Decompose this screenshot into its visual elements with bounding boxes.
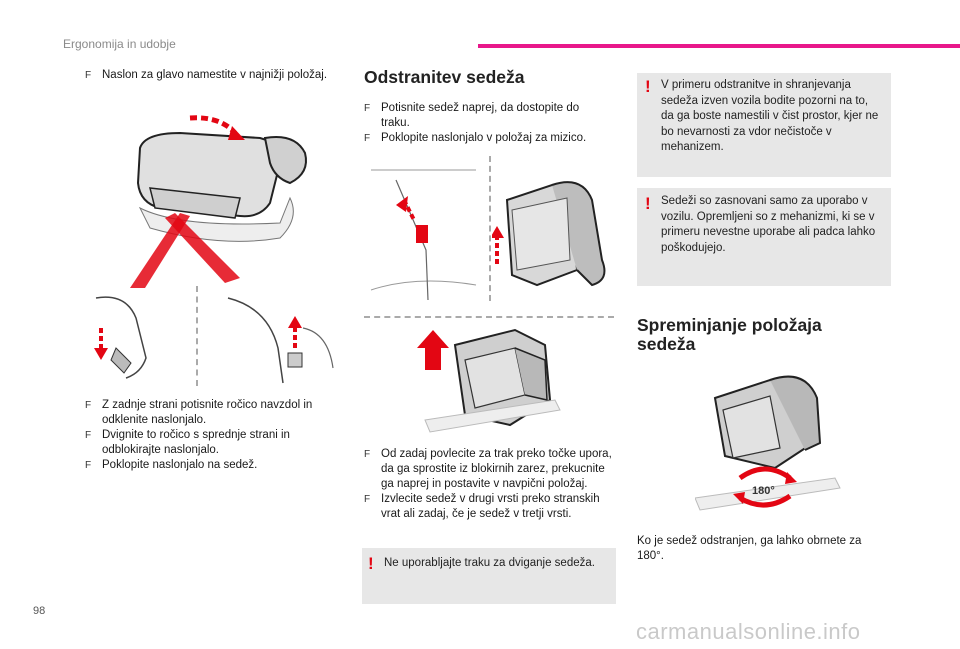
bullet-icon: F <box>85 430 92 441</box>
body-text: Ko je sedež odstranjen, ga lahko obrnete… <box>637 535 862 562</box>
list-item: F Poklopite naslonjalo na sedež. <box>85 458 350 473</box>
col3-text: Ko je sedež odstranjen, ga lahko obrnete… <box>637 534 887 564</box>
lever-illustration-right <box>227 297 334 384</box>
illustration-divider <box>196 286 198 386</box>
list-item: F Z zadnje strani potisnite ročico navzdo… <box>85 398 350 428</box>
warning-text: V primeru odstranitve in shranjevanja se… <box>661 79 879 153</box>
warning-icon: ! <box>368 554 374 573</box>
warning-text: Ne uporabljajte traku za dviganje sedeža… <box>384 557 595 569</box>
warning-icon: ! <box>645 194 651 213</box>
col2-list-a: F Potisnite sedež naprej, da dostopite do… <box>364 101 609 146</box>
bullet-icon: F <box>364 133 371 144</box>
section-title: Ergonomija in udobje <box>63 37 176 51</box>
warning-box-storage: ! V primeru odstranitve in shranjevanja … <box>637 73 891 177</box>
bullet-text: Potisnite sedež naprej, da dostopite do … <box>381 102 580 129</box>
bullet-icon: F <box>364 494 371 505</box>
watermark: carmanualsonline.info <box>636 619 861 644</box>
bullet-text: Z zadnje strani potisnite ročico navzdol… <box>102 399 313 426</box>
col2-list-b: F Od zadaj povlecite za trak preko točke … <box>364 447 614 522</box>
seat-rotation-illustration <box>695 375 841 511</box>
bullet-icon: F <box>85 70 92 81</box>
list-item: F Potisnite sedež naprej, da dostopite do… <box>364 101 609 131</box>
bullet-icon: F <box>85 460 92 471</box>
warning-icon: ! <box>645 77 651 96</box>
illustration-divider-vertical <box>489 156 491 301</box>
heading-seat-position: Spreminjanje položaja sedeža <box>637 315 822 354</box>
rotation-label: 180° <box>752 485 775 497</box>
illustration-divider-horizontal <box>364 316 614 318</box>
bullet-icon: F <box>364 449 371 460</box>
strap-illustration <box>370 169 477 301</box>
headrest-illustration <box>130 115 307 288</box>
bullet-text: Od zadaj povlecite za trak preko točke u… <box>381 448 612 490</box>
bullet-text: Poklopite naslonjalo v položaj za mizico… <box>381 132 587 144</box>
warning-text: Sedeži so zasnovani samo za uporabo v vo… <box>661 195 876 254</box>
heading-seat-removal: Odstranitev sedeža <box>364 67 525 87</box>
bullet-text: Naslon za glavo namestite v najnižji pol… <box>102 69 328 81</box>
seat-upright-illustration <box>417 328 561 433</box>
warning-box-vehicle-use: ! Sedeži so zasnovani samo za uporabo v … <box>637 188 891 286</box>
col1-top-list: F Naslon za glavo namestite v najnižji po… <box>85 68 355 83</box>
bullet-icon: F <box>364 103 371 114</box>
bullet-icon: F <box>85 400 92 411</box>
page-number: 98 <box>33 605 46 617</box>
seat-folded-illustration <box>492 181 606 287</box>
warning-box-strap: ! Ne uporabljajte traku za dviganje sede… <box>362 548 616 604</box>
col1-bullet-list: F Z zadnje strani potisnite ročico navzdo… <box>85 398 350 473</box>
list-item: F Izvlecite sedež v drugi vrsti preko str… <box>364 492 614 522</box>
list-item: F Poklopite naslonjalo v položaj za mizic… <box>364 131 609 146</box>
list-item: F Od zadaj povlecite za trak preko točke … <box>364 447 614 492</box>
bullet-text: Dvignite to ročico s sprednje strani in … <box>102 429 290 456</box>
bullet-text: Izvlecite sedež v drugi vrsti preko stra… <box>381 493 600 520</box>
lever-illustration-left <box>94 296 147 379</box>
list-item: F Naslon za glavo namestite v najnižji po… <box>85 68 355 83</box>
list-item: F Dvignite to ročico s sprednje strani in… <box>85 428 350 458</box>
section-accent-bar <box>478 44 960 48</box>
bullet-text: Poklopite naslonjalo na sedež. <box>102 459 258 471</box>
